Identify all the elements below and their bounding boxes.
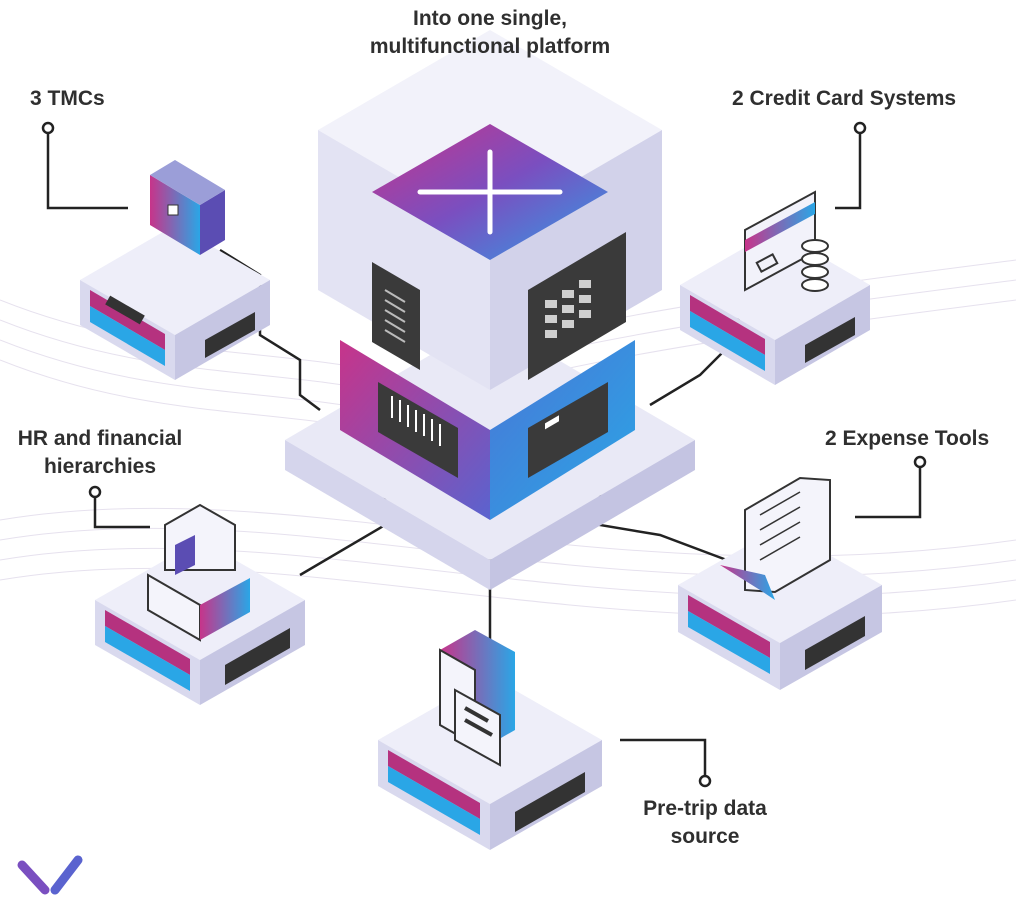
receipt-icon — [720, 476, 831, 600]
label-expense-text: 2 Expense Tools — [825, 427, 990, 450]
label-credit-cards: 2 Credit Card Systems — [732, 85, 956, 113]
label-hr-line2: hierarchies — [43, 455, 157, 478]
label-pretrip-line2: source — [670, 825, 740, 848]
label-hr: HR and financial hierarchies — [0, 425, 200, 481]
label-hr-line1: HR and financial — [17, 427, 183, 450]
data-form-icon — [439, 630, 515, 767]
file-box-icon — [147, 503, 250, 642]
brand-logo-icon — [17, 855, 83, 895]
label-platform: Into one single, multifunctional platfor… — [355, 5, 625, 61]
label-platform-line2: multifunctional platform — [369, 35, 611, 58]
central-platform — [285, 30, 695, 590]
label-tmcs: 3 TMCs — [30, 85, 105, 113]
platform-cross-icon — [417, 149, 563, 235]
label-pretrip-line1: Pre-trip data — [643, 797, 767, 820]
label-tmcs-text: 3 TMCs — [30, 87, 105, 110]
briefcase-icon — [150, 160, 225, 255]
label-credit-cards-text: 2 Credit Card Systems — [732, 87, 957, 110]
coin-stack-icon — [801, 239, 829, 292]
label-expense: 2 Expense Tools — [825, 425, 989, 453]
label-platform-line1: Into one single, — [412, 7, 567, 30]
server-hr — [95, 540, 305, 705]
label-pretrip: Pre-trip data source — [620, 795, 790, 851]
server-tmcs — [80, 225, 270, 380]
